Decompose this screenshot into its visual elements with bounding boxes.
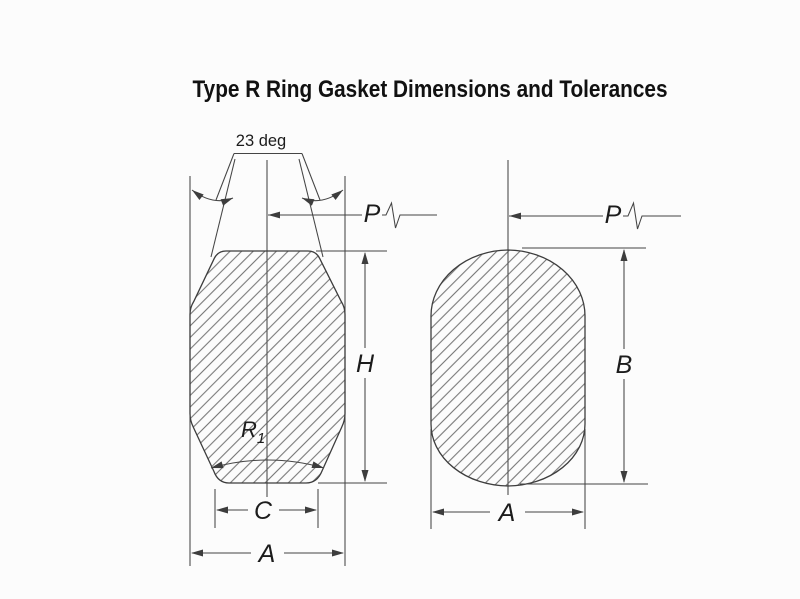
angle-label: 23 deg [236,132,286,150]
octagonal-profile-shape [189,250,346,484]
angle-leader-lines [215,152,321,201]
arrowhead [509,212,521,220]
arrowhead [268,211,280,219]
face-slant-line-right [298,158,324,258]
octagonal-section-figure: 23 deg P H R1 C [189,132,437,568]
arrowhead [311,461,324,469]
arrowhead [620,471,628,483]
radius-arc [210,459,325,469]
arrowhead [211,461,224,469]
break-symbol [623,201,681,230]
arrowhead [572,508,584,516]
flat-width-label-c: C [254,497,273,525]
arrowhead [305,506,317,514]
arrowhead [191,549,203,557]
arrowhead [332,549,344,557]
arrowhead [331,190,343,201]
arrowhead [302,198,315,206]
face-slant-line-left [210,158,236,258]
arrowhead [620,249,628,261]
oval-profile-shape [430,249,586,487]
radius-letter: R [241,417,257,442]
arrowhead [216,506,228,514]
arrowhead [220,198,233,206]
diagram-title: Type R Ring Gasket Dimensions and Tolera… [193,76,668,103]
outer-width-label-a-octagonal: A [257,540,276,568]
pitch-label-octagonal: P [364,200,381,228]
height-label-h: H [356,350,375,378]
arrowhead [432,508,444,516]
height-label-b: B [616,351,633,379]
break-symbol [382,201,437,229]
arrowhead [361,252,369,264]
radius-subscript: 1 [257,430,265,447]
arrowhead [361,470,369,482]
outer-width-label-a-oval: A [497,499,516,527]
pitch-label-oval: P [605,201,622,229]
arrowhead [192,190,204,201]
radius-label-r1: R1 [241,417,265,447]
oval-section-figure: P B A [430,160,681,529]
